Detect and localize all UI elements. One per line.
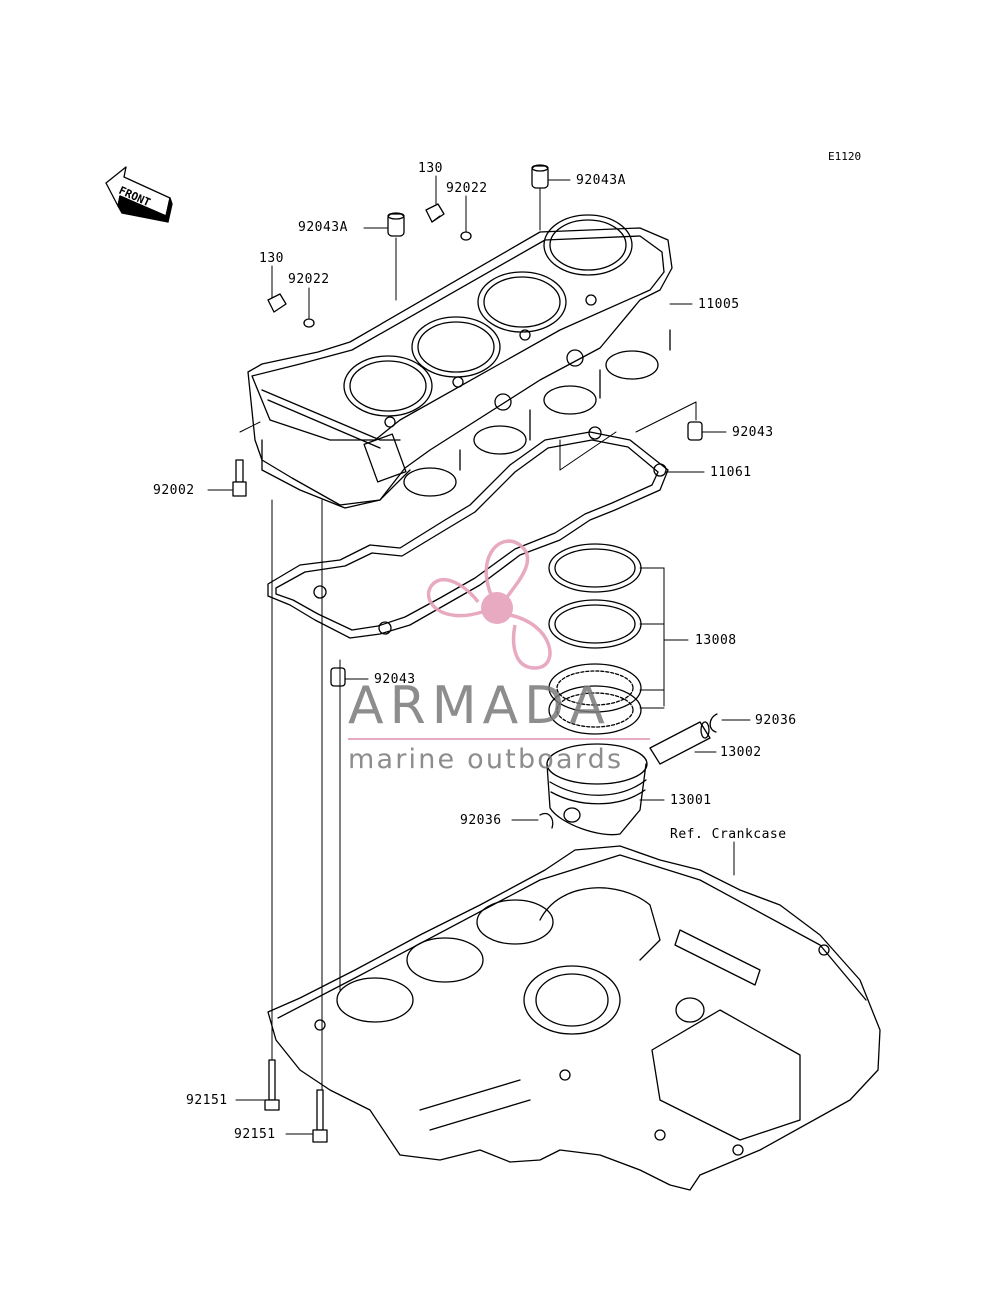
part-label-92043A-top[interactable]: 92043A: [576, 173, 626, 188]
part-label-92022-left[interactable]: 92022: [288, 272, 330, 287]
part-label-92022-top[interactable]: 92022: [446, 181, 488, 196]
part-label-92036-right[interactable]: 92036: [755, 713, 797, 728]
part-label-11005[interactable]: 11005: [698, 297, 740, 312]
piston-pin: [649, 721, 711, 765]
leader-lines: [207, 175, 751, 1135]
piston: [546, 743, 648, 836]
watermark-subtitle: marine outboards: [348, 744, 624, 775]
part-label-13008[interactable]: 13008: [695, 633, 737, 648]
diagram-code: E1120: [828, 150, 862, 163]
cylinder-block: [247, 214, 673, 509]
part-label-13001[interactable]: 13001: [670, 793, 712, 808]
part-label-92043-mid[interactable]: 92043: [374, 672, 416, 687]
watermark-divider: [348, 738, 650, 740]
part-label-92002[interactable]: 92002: [153, 483, 195, 498]
part-label-92036-left[interactable]: 92036: [460, 813, 502, 828]
plug-130-top: [425, 203, 445, 223]
piston-rings: [548, 543, 642, 735]
washer-92022-top: [460, 231, 472, 241]
base-gasket: [267, 426, 669, 639]
part-label-92151-a[interactable]: 92151: [186, 1093, 228, 1108]
bolt-92151-b: [312, 1089, 328, 1143]
part-label-11061[interactable]: 11061: [710, 465, 752, 480]
plug-130-left: [267, 293, 287, 313]
reference-label-crankcase: Ref. Crankcase: [670, 827, 787, 842]
front-arrow-icon: FRONT: [105, 166, 173, 223]
part-label-92151-b[interactable]: 92151: [234, 1127, 276, 1142]
part-label-13002[interactable]: 13002: [720, 745, 762, 760]
dowel-92043A-left: [387, 212, 405, 237]
part-label-130-left[interactable]: 130: [259, 251, 284, 266]
washer-92022-left: [303, 318, 315, 328]
bolt-92151-a: [264, 1059, 280, 1111]
watermark-title: ARMADA: [348, 676, 611, 736]
dowel-92043-mid: [330, 667, 346, 687]
crankcase: [267, 845, 881, 1191]
dowel-92043A-top: [531, 164, 549, 189]
pin-clip-right: [709, 713, 718, 733]
part-label-130-top[interactable]: 130: [418, 161, 443, 176]
bolt-92002: [232, 459, 247, 497]
dowel-92043-right: [687, 421, 703, 441]
pin-clip-left: [539, 812, 554, 829]
armada-propeller-logo-icon: [426, 539, 552, 670]
part-label-92043A-left[interactable]: 92043A: [298, 220, 348, 235]
part-label-92043-right[interactable]: 92043: [732, 425, 774, 440]
